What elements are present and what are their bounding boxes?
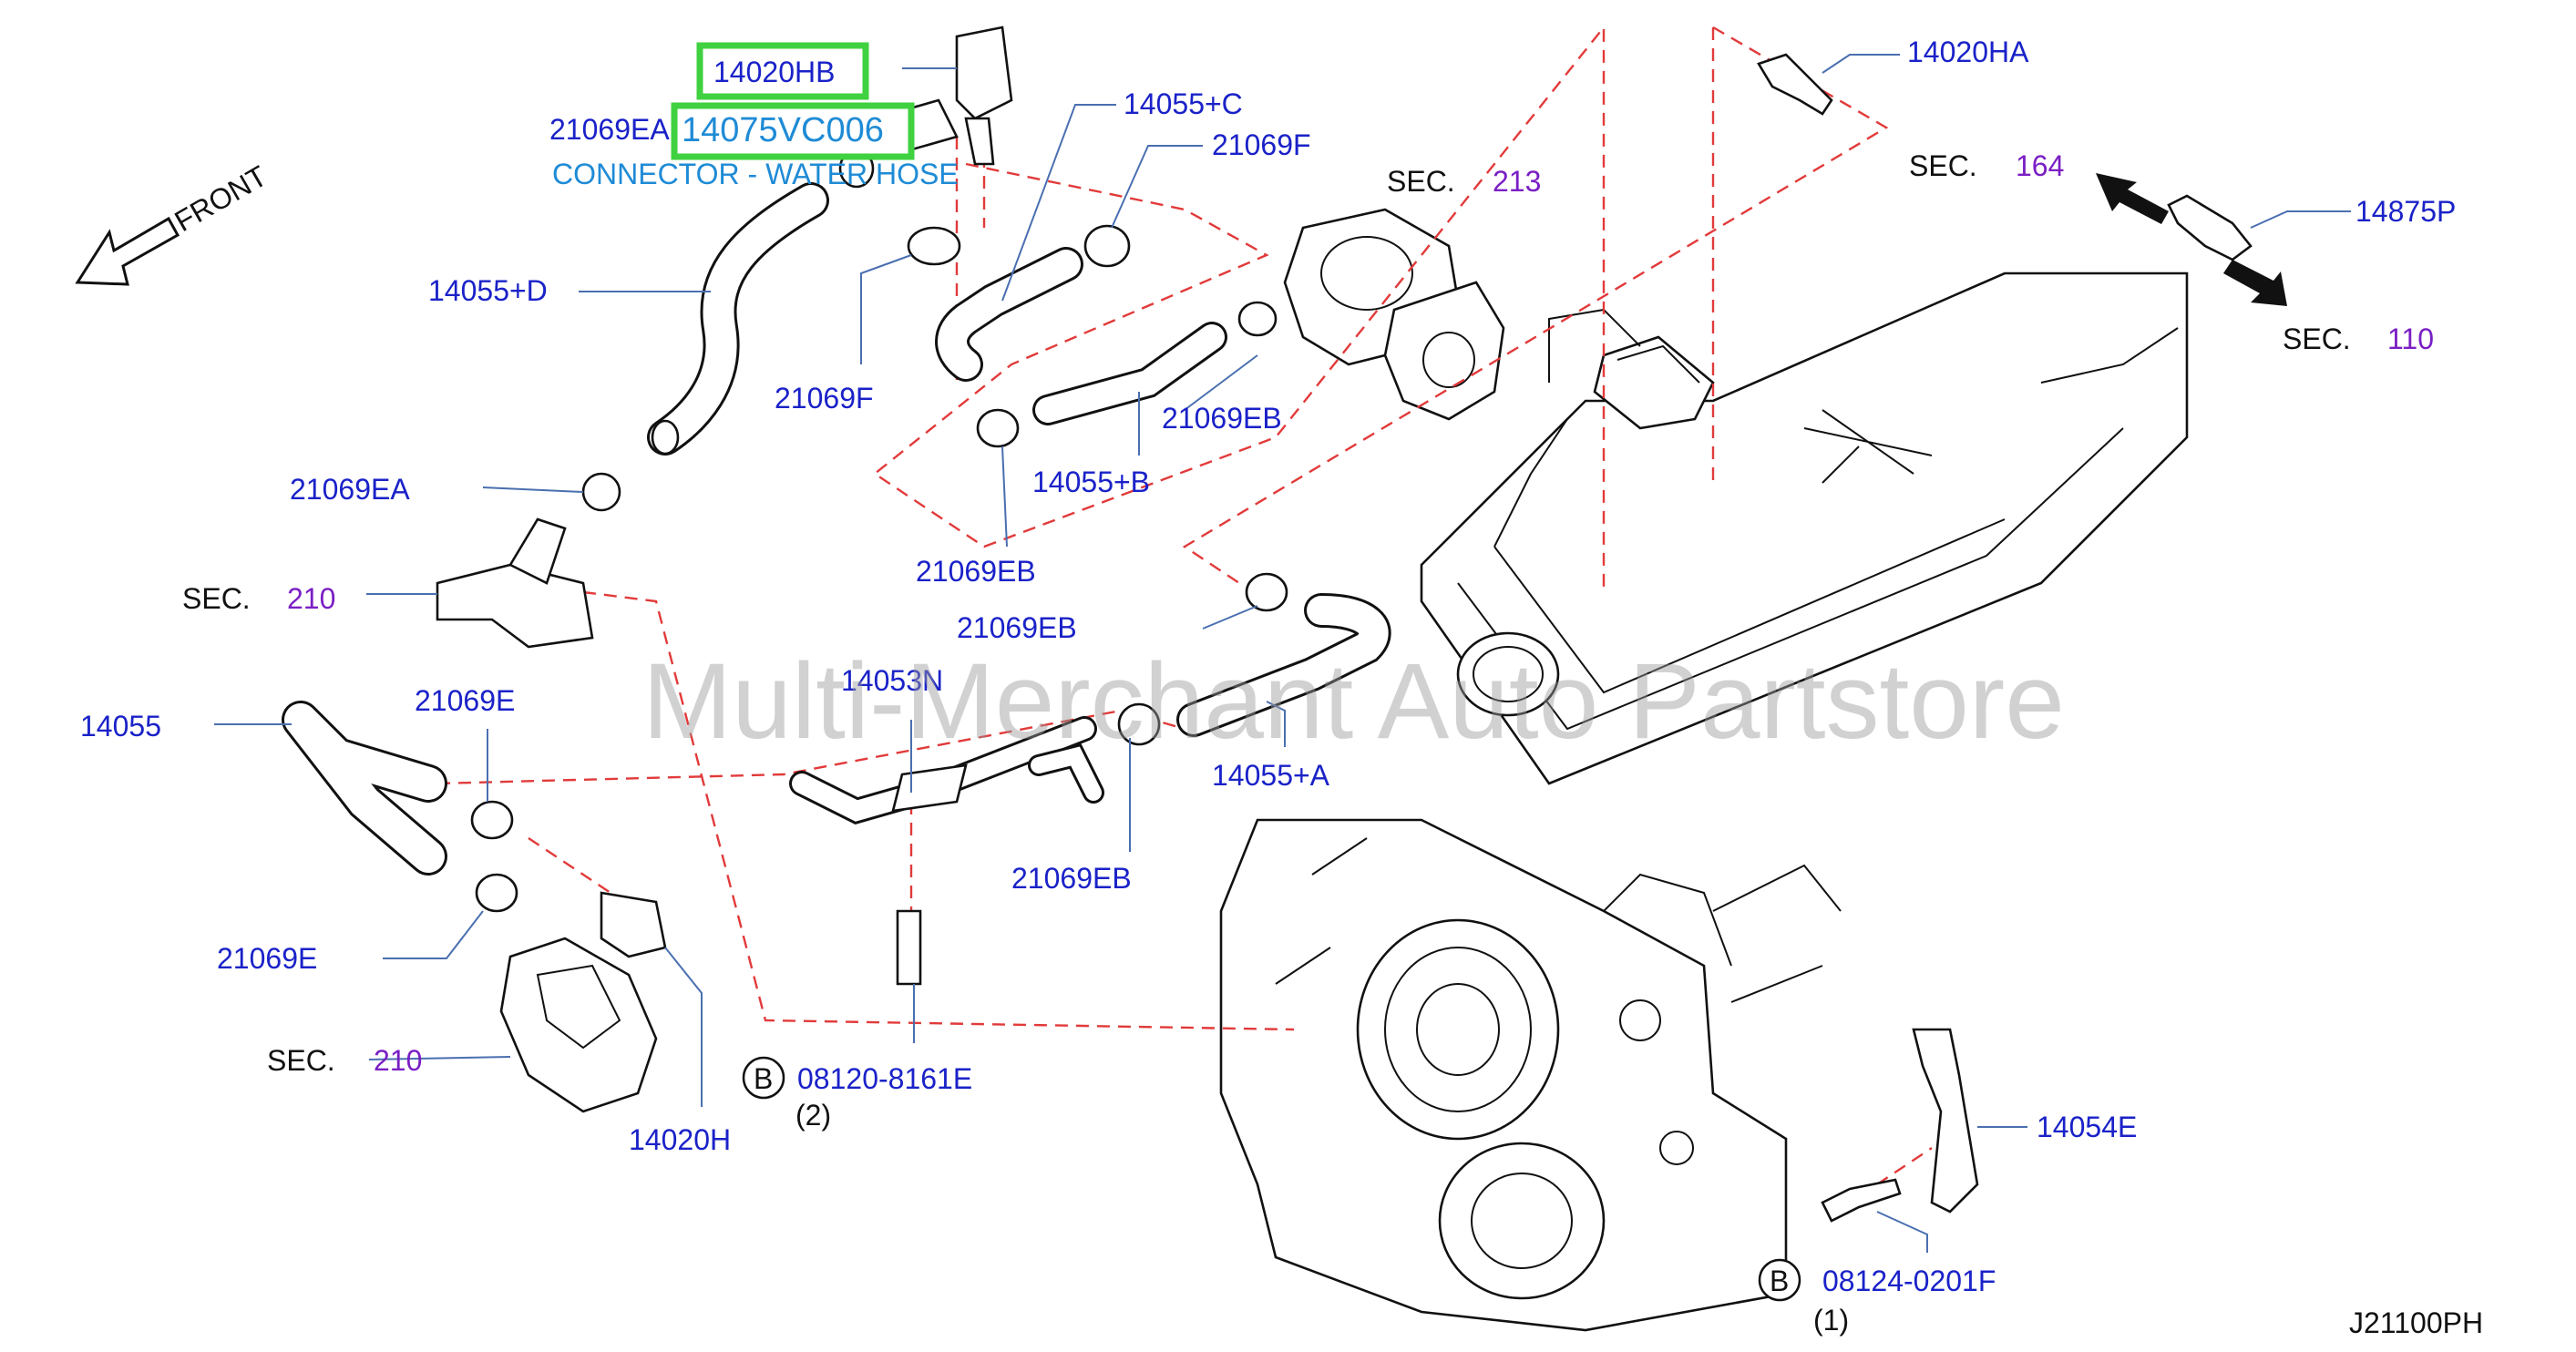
bolt-quantity: (2) [795,1099,831,1132]
part-label-14020hb[interactable]: 14020HB [713,56,835,88]
sec-number: 110 [2387,323,2434,355]
water-outlet-sec-210-top [436,517,594,649]
sec-word: SEC. [1909,149,1977,182]
bolt-part-number: 08124-0201F [1822,1265,1996,1297]
bolt-08120 [896,909,922,986]
arrow-sec-110-icon [2223,260,2287,306]
sec-ref-110[interactable]: SEC. 110 [2283,323,2434,355]
engine-drawing [1219,208,2189,1332]
sec-word: SEC. [267,1044,335,1077]
bolt-part-number: 08120-8161E [797,1062,972,1095]
part-label-21069ea-top[interactable]: 21069EA [549,113,670,146]
highlighted-connector-drawing [873,26,1013,166]
bolt-callout-08120-8161e[interactable]: B 08120-8161E (2) [742,1056,972,1132]
thermostat-housing-sec-210-bot [499,891,667,1113]
front-label: FRONT [169,159,272,238]
reference-lines [436,24,1933,1185]
sec-ref-210-bot[interactable]: SEC. 210 [267,1044,422,1077]
part-label-14075vc006[interactable]: 14075VC006 [682,111,884,149]
sec-number: 164 [2016,149,2064,182]
front-text: FRONT [169,159,272,238]
part-label-14055-c[interactable]: 14055+C [1124,87,1243,120]
sensor-14875p [2167,194,2253,261]
bolt-callout-08124-0201f[interactable]: B 08124-0201F (1) [1758,1258,1996,1337]
part-label-21069e-top[interactable]: 21069E [415,684,515,717]
leader-lines [214,54,2351,1253]
hose-14055-c [935,247,1083,382]
part-label-14055[interactable]: 14055 [80,710,161,743]
highlight-box-14075vc006 [671,102,915,160]
watermark: Multi-Merchant Auto Partstore [642,641,2065,762]
part-label-14054e[interactable]: 14054E [2037,1111,2137,1143]
sec-number: 213 [1493,165,1541,198]
diagram-code: J21100PH [2349,1306,2483,1339]
front-arrow-icon [75,216,180,286]
sec-ref-164[interactable]: SEC. 164 [1909,149,2064,182]
sec-number: 210 [374,1044,422,1077]
sec-ref-213[interactable]: SEC. 213 [1387,165,1541,198]
part-label-21069eb-4[interactable]: 21069EB [1011,862,1132,895]
part-label-14020ha[interactable]: 14020HA [1907,36,2029,68]
bolt-quantity: (1) [1813,1304,1849,1337]
bolt-letter: B [754,1062,773,1095]
part-label-21069f-top[interactable]: 21069F [1212,128,1311,161]
part-label-21069ea[interactable]: 21069EA [290,473,410,506]
part-label-14053n[interactable]: 14053N [841,664,943,697]
part-label-14055-a[interactable]: 14055+A [1212,759,1330,792]
part-label-14875p[interactable]: 14875P [2355,195,2456,228]
highlight-box-14020hb [696,42,869,100]
bolt-b-circle-icon [1758,1258,1801,1302]
hose-14055 [282,701,447,876]
part-label-21069eb-2[interactable]: 21069EB [916,555,1036,588]
hose-14055-a [1176,593,1391,737]
part-label-14055-b[interactable]: 14055+B [1032,466,1150,498]
part-label-21069eb-3[interactable]: 21069EB [957,611,1077,644]
pipe-14053n [789,716,1104,825]
part-label-21069f-mid[interactable]: 21069F [775,382,874,415]
part-label-21069eb-1[interactable]: 21069EB [1162,402,1282,435]
part-label-14055-d[interactable]: 14055+D [428,274,548,307]
bolt-letter: B [1770,1265,1789,1297]
part-label-21069e-bot[interactable]: 21069E [217,942,317,975]
arrow-sec-164-icon [2096,173,2169,224]
bolt-08124 [1821,1178,1902,1223]
sec-ref-210-top[interactable]: SEC. 210 [182,582,335,615]
sec-word: SEC. [2283,323,2351,355]
hose-14055-b [1032,322,1227,425]
hose-14055-d [647,182,829,456]
sec-word: SEC. [182,582,251,615]
sec-word: SEC. [1387,165,1455,198]
part-label-14020h[interactable]: 14020H [629,1123,731,1156]
sec-number: 210 [287,582,335,615]
bolt-b-circle-icon [742,1056,785,1100]
sensor-14020ha [1757,53,1833,116]
bracket-14054e [1912,1028,1979,1214]
arrow-icons [75,173,2287,306]
part-name-connector-water-hose: CONNECTOR - WATER HOSE [552,158,959,190]
